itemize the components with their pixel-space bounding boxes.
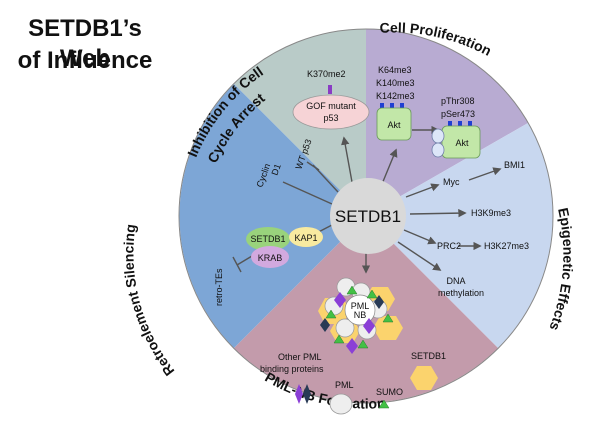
akt-node-1 [376,107,412,141]
k64-label: K64me3 [378,65,412,75]
akt-label-2: Akt [455,138,469,148]
pthr308-label: pThr308 [441,96,475,106]
akt-methyl-mark-2 [390,103,394,108]
krab-label: KRAB [258,253,283,263]
bmi1-label: BMI1 [504,160,525,170]
h3k9me3-label: H3K9me3 [471,208,511,218]
other-pml-binding-label-1: Other PML [278,352,322,362]
akt-methyl-mark-1 [380,103,384,108]
akt-bound-oval-1 [431,128,445,144]
kap1-label: KAP1 [294,233,317,243]
sector-retro [179,84,366,348]
sector-inhibition [234,29,366,216]
dna-methylation-label-2: methylation [438,288,484,298]
myc-label: Myc [443,177,460,187]
pml-nb-label-2: NB [354,310,367,320]
legend-binding-protein-purple [295,384,303,404]
krab-oval [251,246,289,268]
gof-p53-label-1: GOF mutant [306,101,356,111]
akt-node-2 [441,125,481,159]
section-title-retro: Retroelement Silencing [120,223,177,379]
gof-p53-label-2: p53 [323,113,338,123]
wheel-outline [178,28,554,404]
legend-pml-label: PML [335,380,354,390]
legend-setdb1-label: SETDB1 [411,351,446,361]
other-pml-binding-label-2: binding proteins [260,364,324,374]
kap1-oval [289,227,323,247]
sector-epigenetic [366,123,553,348]
prc2-label: PRC2 [437,241,461,251]
legend-sumo-label: SUMO [376,387,403,397]
pml-nb-cluster [318,277,403,354]
k140-label: K140me3 [376,78,415,88]
setdb1-complex-oval [246,227,290,251]
legend-binding-protein-dark [303,384,311,404]
pml-nb-label-1: PML [351,301,370,311]
akt-phos-mark-2 [458,121,462,126]
h3k27me3-label: H3K27me3 [484,241,529,251]
title-line-2: of Influence [17,47,153,74]
setdb1-center-node [330,178,406,254]
title-line-1: SETDB1’s Web [28,15,142,72]
akt-methyl-mark-3 [400,103,404,108]
sector-proliferation [366,29,528,216]
gof-p53-node [292,94,370,130]
setdb1-complex-label: SETDB1 [250,234,285,244]
legend-sumo-triangle [378,399,390,409]
dna-methylation-label-1: DNA [446,276,465,286]
retro-tes-label: retro-TEs [214,268,224,306]
legend-pml-circle [329,393,353,415]
akt-phos-mark-1 [448,121,452,126]
akt-label-1: Akt [387,120,401,130]
k142-label: K142me3 [376,91,415,101]
k370-mark [328,85,332,94]
legend-setdb1-hexagon [410,366,438,390]
cyclin-d1-label-2: D1 [269,162,282,176]
akt-bound-oval-2 [431,142,445,158]
pser473-label: pSer473 [441,109,475,119]
k370-label: K370me2 [307,69,346,79]
setdb1-center-label: SETDB1 [335,207,401,226]
akt-phos-mark-3 [468,121,472,126]
